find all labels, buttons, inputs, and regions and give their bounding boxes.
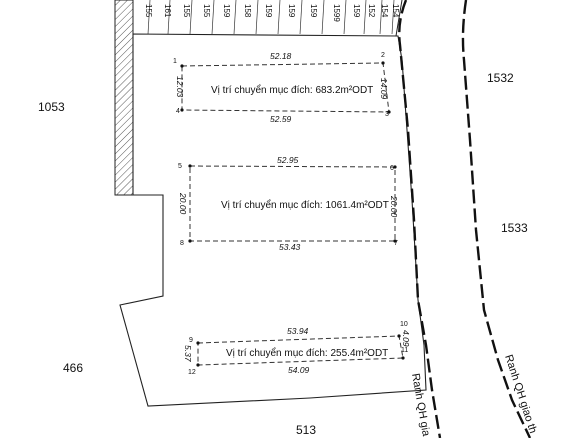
vertex-2: 2	[381, 52, 385, 59]
top-num-1: 161	[163, 4, 172, 18]
ranh-qh-left-label: Ranh QH gia	[409, 372, 432, 438]
zone-1-dim-top: 52.18	[270, 51, 292, 61]
top-strip-lines	[147, 0, 395, 35]
vertex-9: 9	[189, 337, 193, 344]
top-strip-numbers: 155 161 155 155 159 158 159 159 159 1599…	[144, 4, 400, 22]
zone-3-dim-right: 4.09	[401, 330, 411, 347]
top-num-11: 152	[367, 4, 376, 18]
vertex-11: 11	[401, 347, 408, 354]
vertex-3: 3	[385, 111, 389, 118]
ranh-qh-left-line	[398, 0, 442, 438]
parcel-1533: 1533	[501, 221, 528, 235]
top-num-8: 159	[309, 4, 318, 18]
parcel-466: 466	[63, 361, 83, 375]
top-num-13: 154	[391, 4, 400, 18]
vertex-5: 5	[178, 163, 182, 170]
parcel-1532: 1532	[487, 71, 514, 85]
zone-3-dim-top: 53.94	[287, 326, 309, 336]
vertex-4: 4	[176, 108, 180, 115]
ranh-qh-right-label: Ranh QH giao th	[502, 353, 539, 435]
zone-3-dim-bottom: 54.09	[288, 365, 310, 375]
zone-2-dim-top: 52.95	[277, 155, 299, 165]
top-num-7: 159	[287, 4, 296, 18]
ranh-qh-right-line	[461, 0, 532, 438]
top-num-3: 155	[202, 4, 211, 18]
top-num-4: 159	[222, 4, 231, 18]
top-num-10: 159	[352, 4, 361, 18]
top-num-9: 1599	[332, 4, 341, 22]
vertex-12: 12	[188, 369, 196, 376]
zone-2-dim-bottom: 53.43	[279, 242, 301, 252]
zone-1: 1 2 3 4 52.18 52.59 12.03 14.09 Vị trí c…	[173, 51, 391, 124]
zone-3-outline	[197, 335, 404, 366]
zone-1-dim-right: 14.09	[379, 78, 389, 100]
top-num-2: 155	[182, 4, 191, 18]
right-boundary	[395, 0, 403, 37]
zone-1-label: Vị trí chuyển mục đích: 683.2m²ODT	[211, 84, 373, 96]
zone-3: 9 10 11 12 53.94 54.09 5.37 4.09 Vị trí …	[183, 321, 411, 376]
zone-3-dim-left: 5.37	[183, 345, 193, 362]
top-num-6: 159	[264, 4, 273, 18]
parcel-513: 513	[296, 423, 316, 437]
vertex-10: 10	[400, 321, 408, 328]
vertex-1: 1	[173, 58, 177, 65]
zone-2-outline	[189, 165, 396, 242]
vertex-7: 7	[394, 240, 398, 247]
zone-2-dim-right: 20.00	[389, 195, 399, 218]
top-num-0: 155	[144, 4, 153, 18]
vertex-8: 8	[180, 240, 184, 247]
zone-2-label: Vị trí chuyển mục đích: 1061.4m²ODT	[221, 199, 389, 211]
zone-3-label: Vị trí chuyển mục đích: 255.4m²ODT	[226, 347, 388, 359]
top-num-5: 158	[243, 4, 252, 18]
parcel-1053: 1053	[38, 100, 65, 114]
zone-1-dim-left: 12.03	[175, 76, 185, 98]
zone-1-dim-bottom: 52.59	[270, 114, 292, 124]
hatched-strip	[114, 0, 134, 196]
zone-2: 5 6 7 8 52.95 53.43 20.00 20.00 Vị trí c…	[178, 155, 399, 252]
vertex-6: 6	[390, 165, 394, 172]
top-num-12: 154	[380, 4, 389, 18]
zone-2-dim-left: 20.00	[178, 192, 188, 215]
